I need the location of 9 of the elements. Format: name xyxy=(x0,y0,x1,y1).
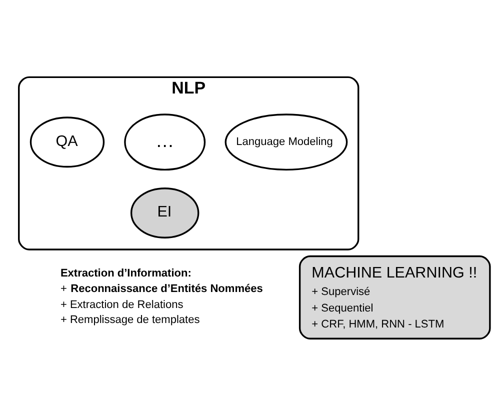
node-ellipse: … xyxy=(124,113,206,170)
label: + Reconnaissance d’Entités Nommées xyxy=(60,282,263,294)
node-ellipse: EI xyxy=(130,187,200,238)
node-ellipse: Language Modeling xyxy=(224,113,348,170)
label: + Remplissage de templates xyxy=(60,314,200,326)
node-ellipse: QA xyxy=(30,116,105,168)
label: + Extraction de Relations xyxy=(60,298,184,310)
label: Extraction d’Information: xyxy=(60,267,192,280)
node-box: MACHINE LEARNING !! + Supervisé + Sequentiel + CRF, HMM, RNN - LSTM xyxy=(298,254,491,339)
